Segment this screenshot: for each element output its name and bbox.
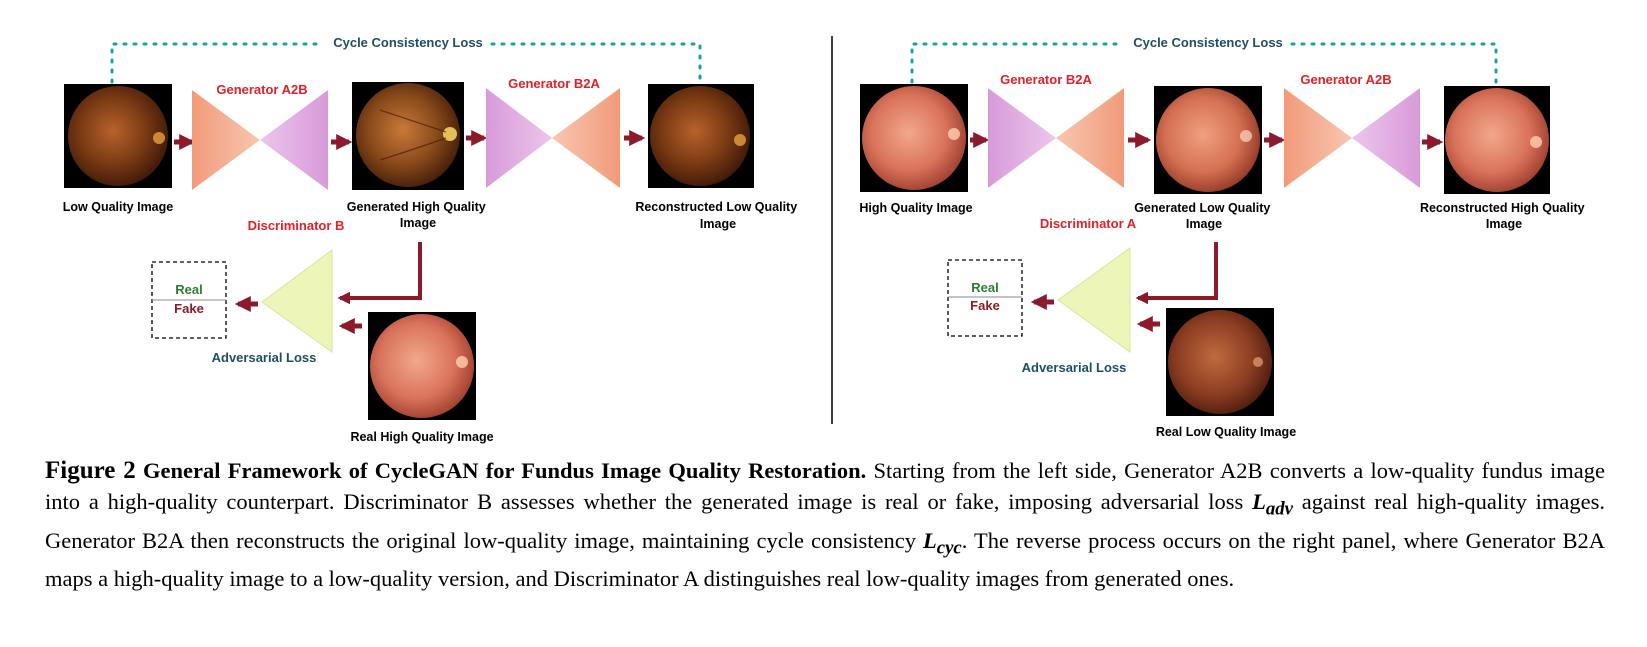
fake-label: Fake xyxy=(174,301,204,316)
caption-text-2: against real high-quality images. Genera… xyxy=(45,489,1606,553)
discriminator-a-triangle xyxy=(1057,247,1131,353)
discriminator-b-triangle xyxy=(261,249,333,353)
adversarial-loss-label: Adversarial Loss xyxy=(1022,360,1127,375)
fundus-image-real xyxy=(368,312,476,420)
adv-loss-symbol: Ladv xyxy=(1252,489,1293,520)
figure-number: Figure 2 xyxy=(45,457,136,484)
real-label: Real xyxy=(971,280,998,295)
input-label: Low Quality Image xyxy=(63,200,173,214)
figure-title: General Framework of CycleGAN for Fundus… xyxy=(143,458,867,483)
fundus-image-generated xyxy=(352,82,464,190)
generator-b2a-label: Generator B2A xyxy=(508,76,600,91)
fundus-image-generated xyxy=(1154,86,1262,194)
cyclegan-diagram: Cycle Consistency Loss Low Quality Image… xyxy=(63,35,1588,444)
generator-a2b-label: Generator A2B xyxy=(216,82,307,97)
left-panel: Cycle Consistency Loss Low Quality Image… xyxy=(63,35,800,444)
real-label: Real xyxy=(175,282,202,297)
cycle-loss-label: Cycle Consistency Loss xyxy=(333,35,483,50)
real-image-label: Real Low Quality Image xyxy=(1156,425,1296,439)
cyc-loss-symbol: Lcyc xyxy=(923,527,962,559)
cycle-loss-label: Cycle Consistency Loss xyxy=(1133,35,1283,50)
caption-text-1: Starting from the left side, Generator A… xyxy=(45,458,1606,514)
fundus-image-reconstructed xyxy=(648,84,754,188)
fundus-image-reconstructed xyxy=(1444,86,1550,194)
generator-a2b-label: Generator A2B xyxy=(1300,72,1391,87)
adversarial-loss-label: Adversarial Loss xyxy=(212,350,317,365)
generator-b2a-label: Generator B2A xyxy=(1000,72,1092,87)
reconstructed-label: Reconstructed High Quality Image xyxy=(1420,201,1588,231)
input-label: High Quality Image xyxy=(859,201,972,215)
generated-to-discriminator-line xyxy=(337,242,422,305)
real-image-label: Real High Quality Image xyxy=(350,430,493,444)
generated-to-discriminator-line xyxy=(1135,242,1218,305)
cycle-loss-line xyxy=(910,42,1498,84)
generator-a2b-funnel xyxy=(1284,88,1420,188)
real-fake-box: Real Fake xyxy=(151,261,227,339)
right-panel: Cycle Consistency Loss High Quality Imag… xyxy=(859,35,1588,439)
generator-b2a-funnel xyxy=(486,88,620,188)
figure-caption: Figure 2 General Framework of CycleGAN f… xyxy=(45,455,1605,594)
caption-text-3: . The reverse process occurs on the righ… xyxy=(45,527,1605,592)
cycle-loss-line xyxy=(110,42,702,84)
generator-b2a-funnel xyxy=(988,88,1124,188)
discriminator-a-label: Discriminator A xyxy=(1040,216,1137,231)
generator-a2b-funnel xyxy=(192,90,328,190)
fundus-image-input xyxy=(64,84,172,188)
discriminator-b-label: Discriminator B xyxy=(248,218,345,233)
reconstructed-label: Reconstructed Low Quality Image xyxy=(635,200,800,231)
fundus-image-real xyxy=(1166,308,1274,416)
generated-label: Generated Low Quality Image xyxy=(1134,201,1274,231)
fake-label: Fake xyxy=(970,298,1000,313)
fundus-image-input xyxy=(860,84,968,192)
real-fake-box: Real Fake xyxy=(947,259,1023,337)
generated-label: Generated High Quality Image xyxy=(347,200,489,230)
